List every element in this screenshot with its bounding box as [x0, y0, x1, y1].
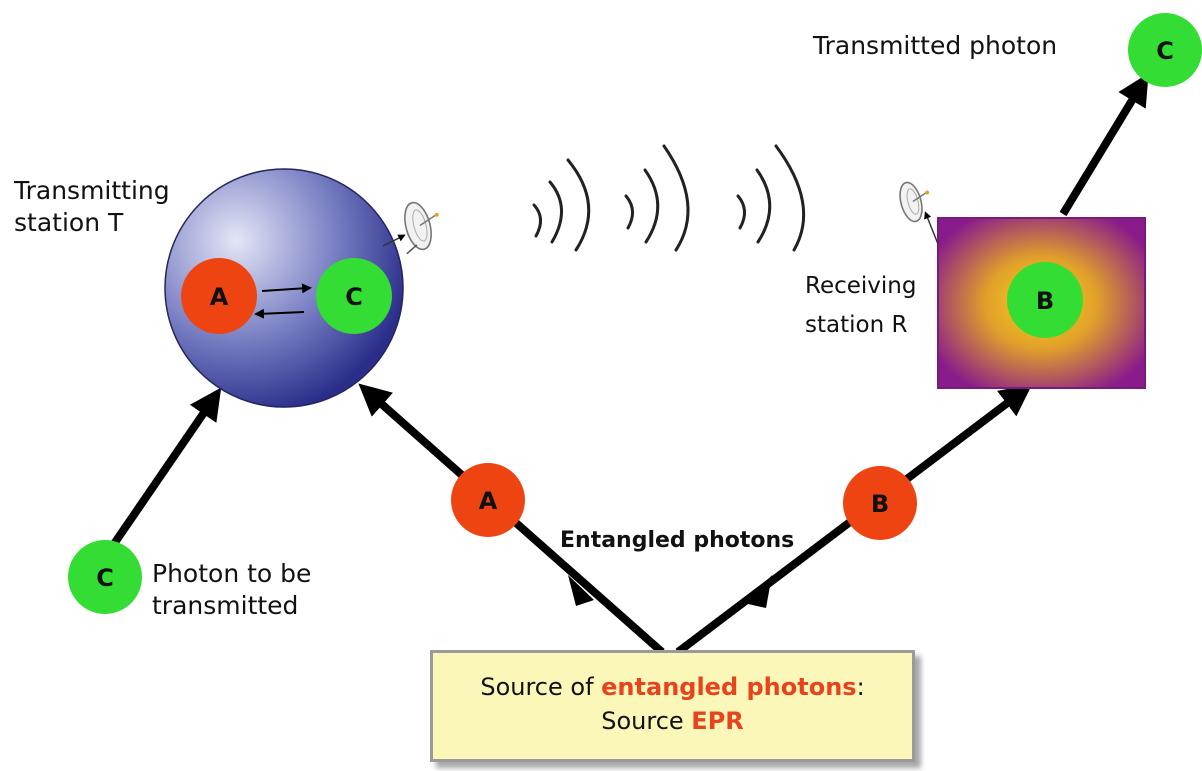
photon-c-transmitted	[1128, 13, 1202, 87]
source-word: Source	[601, 706, 692, 735]
epr-source-box: Source of entangled photons: Source EPR	[430, 650, 915, 762]
photon-c-transmitted-label: C	[1156, 37, 1174, 65]
photon-c-in-station	[316, 258, 392, 334]
arrow-c-to-t	[101, 387, 222, 560]
arrow-r-to-c	[1059, 73, 1149, 217]
source-line-2: Source EPR	[433, 705, 912, 739]
entangled-photons-highlight: entangled photons	[601, 673, 857, 701]
photon-b-path-label: B	[871, 490, 889, 518]
dish-pointer-t	[382, 234, 406, 247]
entangled-photons-label: Entangled photons	[560, 528, 795, 553]
satellite-dish-icon	[899, 181, 930, 223]
source-prefix-text: Source of	[480, 673, 602, 701]
photon-c-input	[68, 540, 142, 614]
exchange-arrow-right	[261, 283, 312, 294]
photon-a-in-station	[181, 258, 257, 334]
photon-b-in-station	[1007, 262, 1083, 338]
dish-pointer-r	[924, 211, 939, 245]
arrow-mid-head-right	[748, 575, 772, 608]
satellite-dish-icon	[404, 201, 439, 255]
receiving-station-label: Receiving station R	[805, 273, 917, 339]
photon-c-input-label: C	[96, 564, 114, 592]
signal-waves-icon	[532, 144, 806, 252]
photon-a-in-station-label: A	[210, 283, 229, 311]
photon-b-path	[843, 466, 917, 540]
photon-c-in-station-label: C	[345, 283, 363, 311]
source-colon: :	[856, 673, 865, 701]
epr-highlight: EPR	[691, 706, 744, 735]
photon-a-path-label: A	[479, 487, 498, 515]
transmitted-photon-label: Transmitted photon	[813, 31, 1058, 60]
arrow-mid-head-left	[568, 575, 594, 606]
photon-a-path	[451, 463, 525, 537]
photon-b-in-station-label: B	[1036, 287, 1054, 315]
photon-to-transmit-label: Photon to be transmitted	[152, 559, 312, 620]
transmitting-station	[164, 168, 404, 408]
exchange-arrow-left	[254, 308, 305, 319]
transmitting-station-label: Transmitting station T	[14, 176, 170, 237]
source-line-1: Source of entangled photons:	[433, 671, 912, 705]
